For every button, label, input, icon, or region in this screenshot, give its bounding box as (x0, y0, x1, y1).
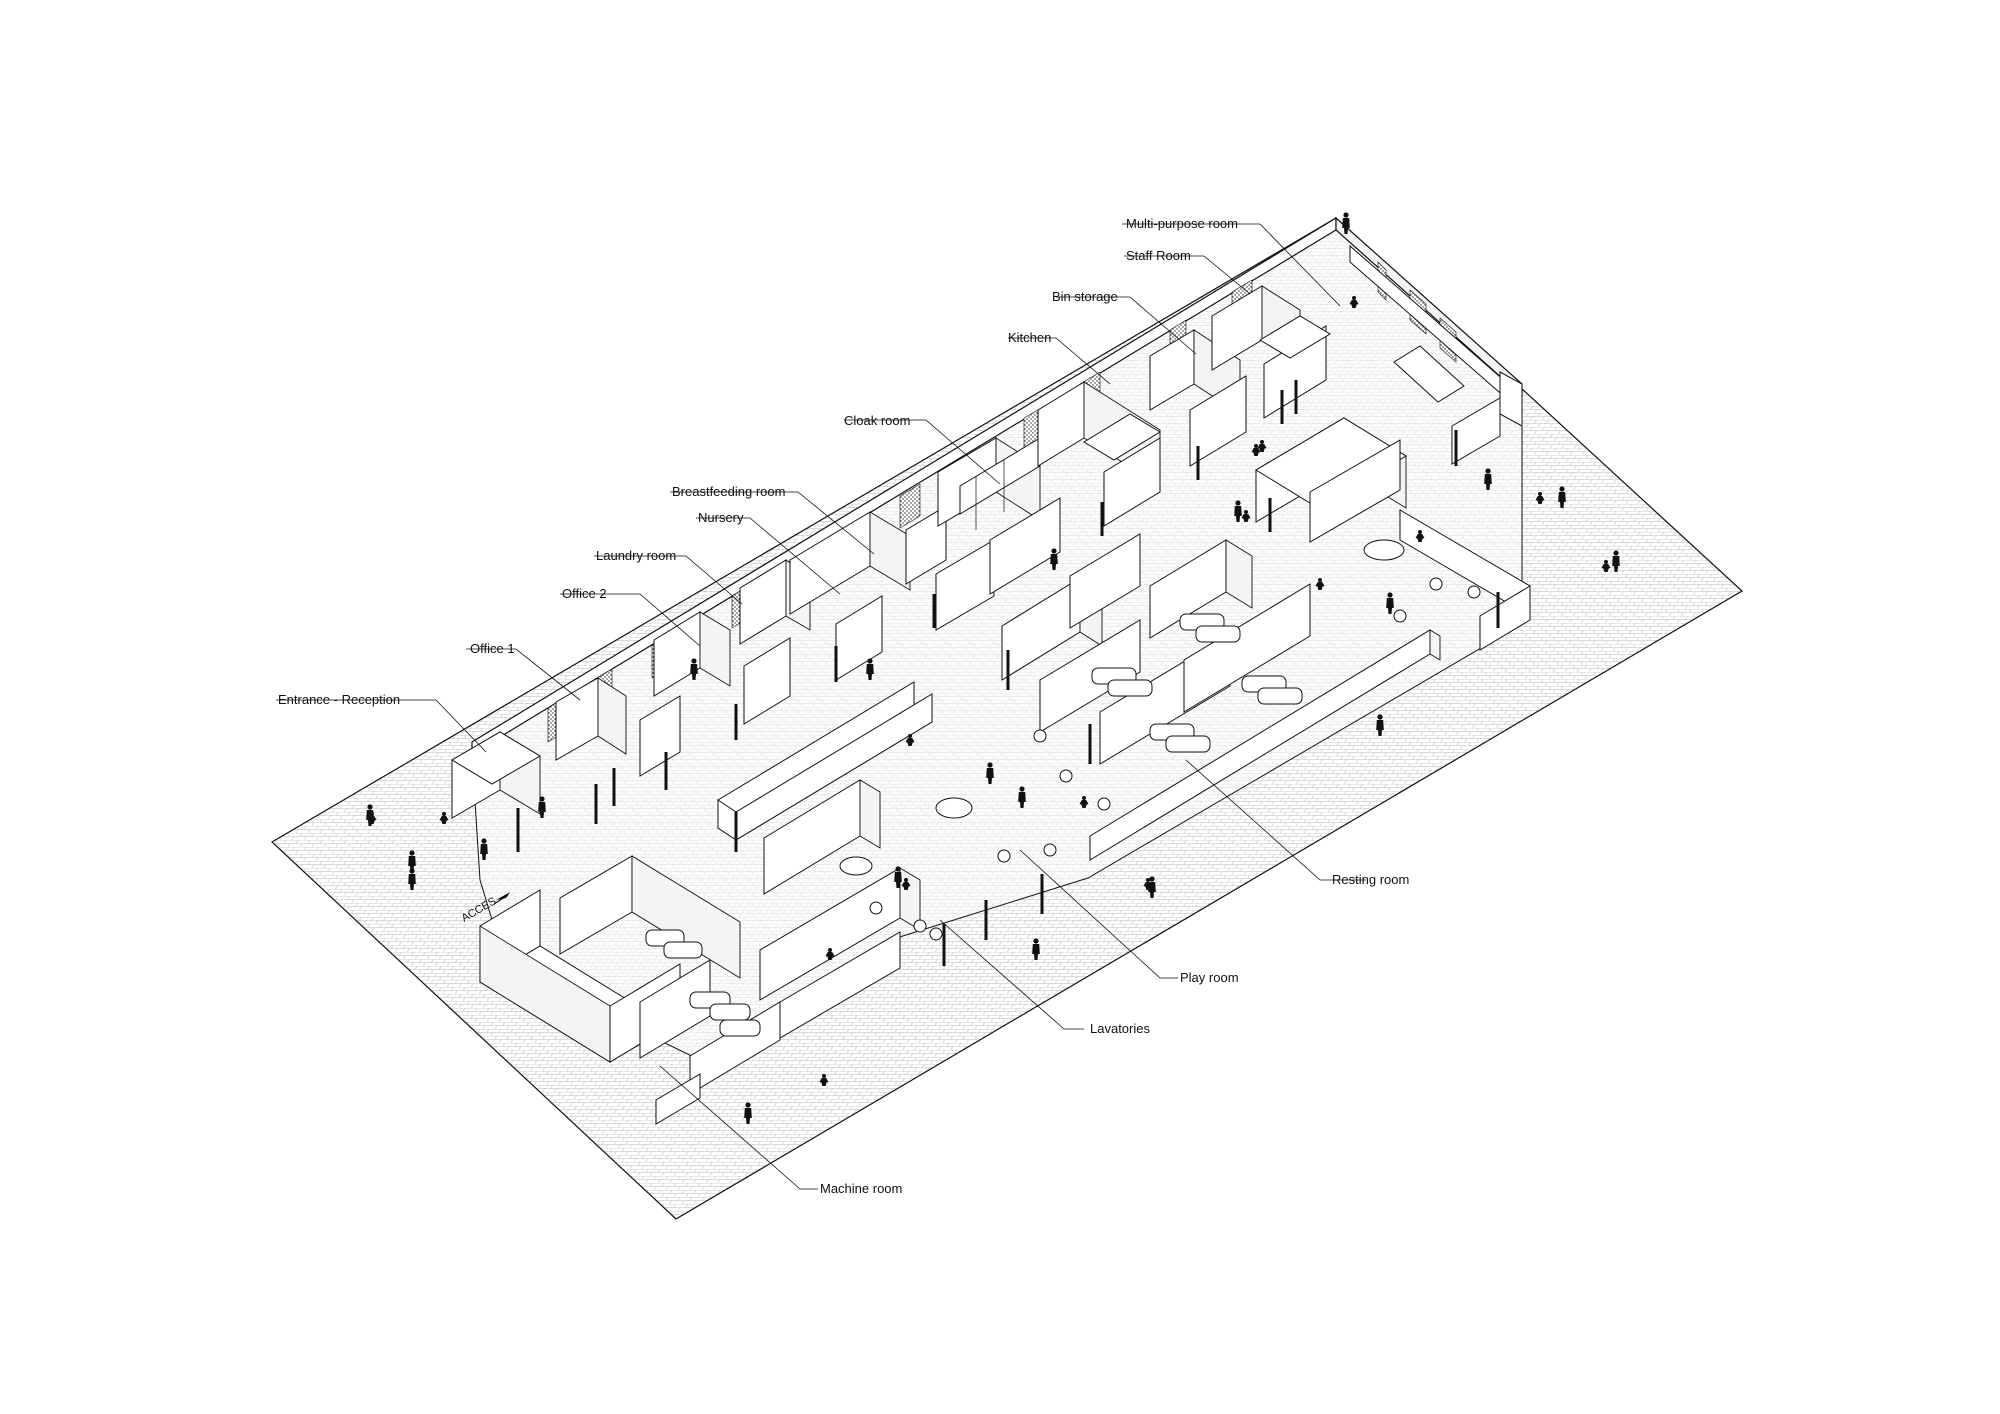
play-furniture (839, 539, 1481, 941)
label-office-1: Office 1 (470, 641, 515, 656)
label-bin-storage: Bin storage (1052, 289, 1118, 304)
central-block (717, 417, 1531, 895)
label-machine-room: Machine room (820, 1181, 902, 1196)
label-play-room: Play room (1180, 970, 1239, 985)
leader-lines (276, 223, 1366, 1190)
label-laundry-room: Laundry room (596, 548, 676, 563)
top-row-rooms (451, 244, 1523, 819)
label-breastfeeding-room: Breastfeeding room (672, 484, 785, 499)
lavatories-block (479, 855, 921, 1125)
label-multi-purpose-room: Multi-purpose room (1126, 216, 1238, 231)
label-lavatories: Lavatories (1090, 1021, 1150, 1036)
label-cloak-room: Cloak room (844, 413, 910, 428)
label-office-2: Office 2 (562, 586, 607, 601)
arrow-icon (496, 892, 510, 900)
door-frames (516, 380, 1500, 966)
room-labels: Multi-purpose room Staff Room Bin storag… (278, 216, 1409, 1196)
resting-room-beds (1091, 613, 1303, 753)
label-staff-room: Staff Room (1126, 248, 1191, 263)
label-kitchen: Kitchen (1008, 330, 1051, 345)
label-resting-room: Resting room (1332, 872, 1409, 887)
label-nursery: Nursery (698, 510, 744, 525)
label-entrance-reception: Entrance - Reception (278, 692, 400, 707)
